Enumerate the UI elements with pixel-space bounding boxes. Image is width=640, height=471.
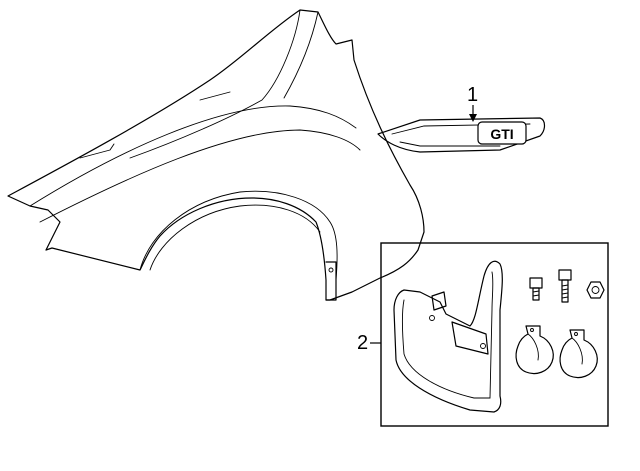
bolt-short[interactable] [529, 277, 543, 301]
mud-flap-kit-frame [380, 242, 609, 427]
mud-flap[interactable] [393, 260, 503, 413]
callout-2-label: 2 [357, 332, 368, 354]
bolt-long[interactable] [558, 269, 572, 303]
fender-panel[interactable] [7, 9, 425, 301]
clamp-right[interactable] [559, 329, 598, 379]
hex-nut[interactable] [586, 281, 605, 299]
gti-badge-text: GTI [490, 126, 513, 142]
callout-1-leader [469, 105, 477, 122]
clamp-left[interactable] [515, 325, 554, 375]
gti-emblem-trim[interactable]: GTI [377, 117, 546, 153]
callout-1-label: 1 [467, 84, 478, 106]
